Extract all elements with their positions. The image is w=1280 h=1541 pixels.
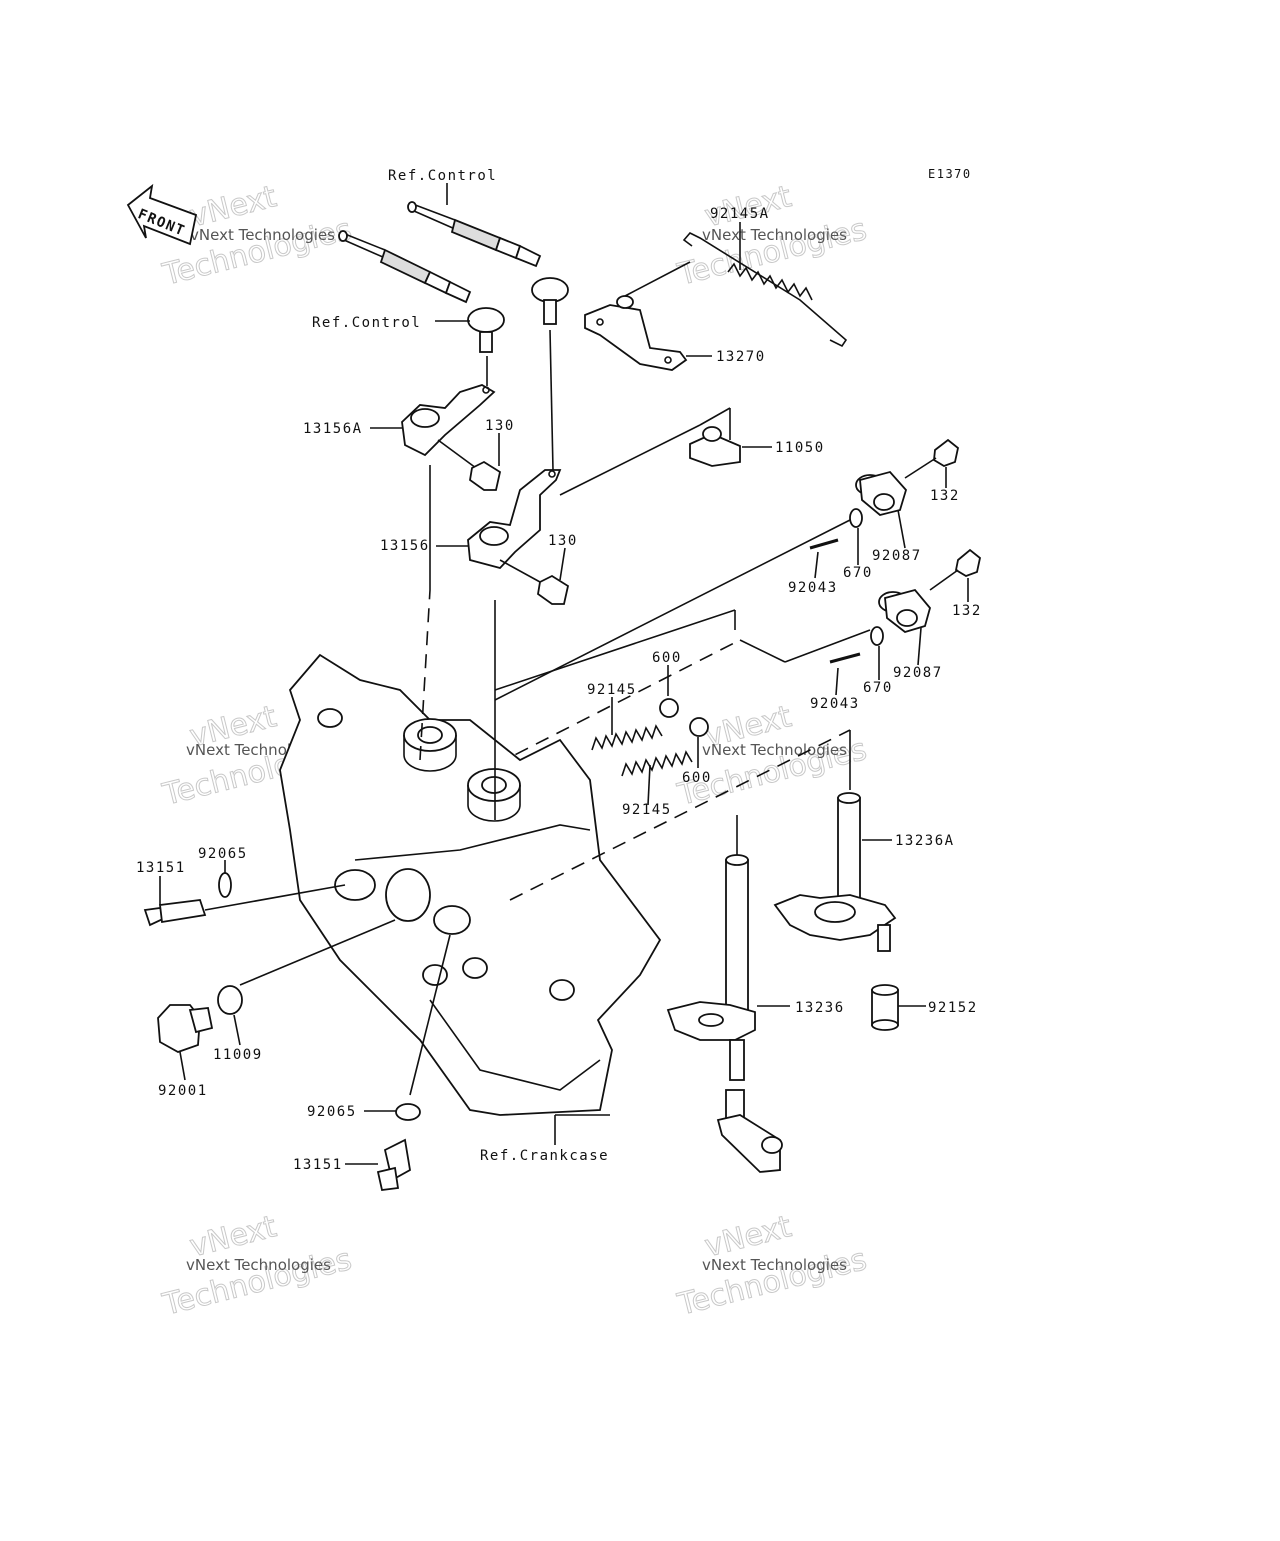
spring-92145-b: [621, 750, 693, 777]
bolt-132-b: [929, 548, 981, 591]
label-92145-b: 92145: [622, 802, 672, 818]
svg-text:vNext Technologies: vNext Technologies: [190, 226, 335, 244]
label-ref-crankcase: Ref.Crankcase: [480, 1148, 609, 1164]
label-92065-b: 92065: [307, 1104, 357, 1120]
label-130-b: 130: [548, 533, 578, 549]
label-92145-a: 92145: [587, 682, 637, 698]
lever-13156A: [401, 384, 496, 457]
o-ring-670-b: [870, 626, 884, 646]
label-670-a: 670: [843, 565, 873, 581]
washer-92065-b: [395, 1103, 421, 1121]
pin-92043-a: [809, 538, 839, 550]
label-130-a: 130: [485, 418, 515, 434]
spring-92145A: [682, 232, 848, 348]
label-13270: 13270: [716, 349, 766, 365]
control-cable-top: [407, 201, 569, 325]
lever-13156: [467, 469, 562, 570]
plug-92001: [157, 1004, 214, 1053]
label-13236: 13236: [795, 1000, 845, 1016]
shaft-13236A: [773, 792, 897, 952]
label-132-a: 132: [930, 488, 960, 504]
label-13151-b: 13151: [293, 1157, 343, 1173]
label-92043-a: 92043: [788, 580, 838, 596]
o-ring-670-a: [849, 508, 863, 528]
svg-text:vNext Technologies: vNext Technologies: [702, 1256, 847, 1274]
label-92087-a: 92087: [872, 548, 922, 564]
svg-text:Technologies: Technologies: [674, 1242, 870, 1323]
svg-text:vNext Technologies: vNext Technologies: [702, 226, 847, 244]
label-11050: 11050: [775, 440, 825, 456]
label-ref-control-left: Ref.Control: [312, 315, 421, 331]
bolt-130-a: [437, 439, 502, 491]
switch-13151-b: [376, 1138, 411, 1191]
label-92152: 92152: [928, 1000, 978, 1016]
washer-92065-a: [218, 872, 232, 898]
shaft-13236: [666, 854, 783, 1173]
diagram-code: E1370: [928, 167, 972, 181]
control-cable-left: [338, 230, 505, 353]
svg-text:vNext Technologies: vNext Technologies: [702, 741, 847, 759]
label-92145A: 92145A: [710, 206, 770, 222]
label-670-b: 670: [863, 680, 893, 696]
bolt-130-b: [499, 559, 570, 605]
bushing-92152: [871, 984, 899, 1031]
label-92087-b: 92087: [893, 665, 943, 681]
ball-600-a: [659, 698, 679, 718]
label-13236A: 13236A: [895, 833, 955, 849]
label-92065-a: 92065: [198, 846, 248, 862]
label-92043-b: 92043: [810, 696, 860, 712]
label-11009: 11009: [213, 1047, 263, 1063]
crankcase: [279, 653, 662, 1116]
label-13151-a: 13151: [136, 860, 186, 876]
label-92001: 92001: [158, 1083, 208, 1099]
clip-11050: [689, 426, 741, 467]
gasket-11009: [217, 985, 243, 1015]
pin-92043-b: [829, 652, 861, 664]
part-labels: Ref.Control Ref.Control 92145A 13270 131…: [136, 168, 982, 1173]
bolt-132-a: [904, 438, 959, 479]
bracket-13270: [584, 261, 691, 371]
svg-text:Technologies: Technologies: [159, 1242, 355, 1323]
label-13156: 13156: [380, 538, 430, 554]
label-600-a: 600: [652, 650, 682, 666]
label-ref-control-top: Ref.Control: [388, 168, 497, 184]
ball-600-b: [689, 717, 709, 737]
spring-92145-a: [591, 724, 663, 751]
switch-13151-a: [143, 884, 346, 927]
front-arrow-icon: FRONT: [126, 183, 198, 246]
stopper-92087-b: [878, 588, 931, 633]
label-13156A: 13156A: [303, 421, 363, 437]
label-132-b: 132: [952, 603, 982, 619]
svg-text:vNext Technologies: vNext Technologies: [186, 1256, 331, 1274]
label-600-b: 600: [682, 770, 712, 786]
stopper-92087-a: [855, 470, 908, 516]
